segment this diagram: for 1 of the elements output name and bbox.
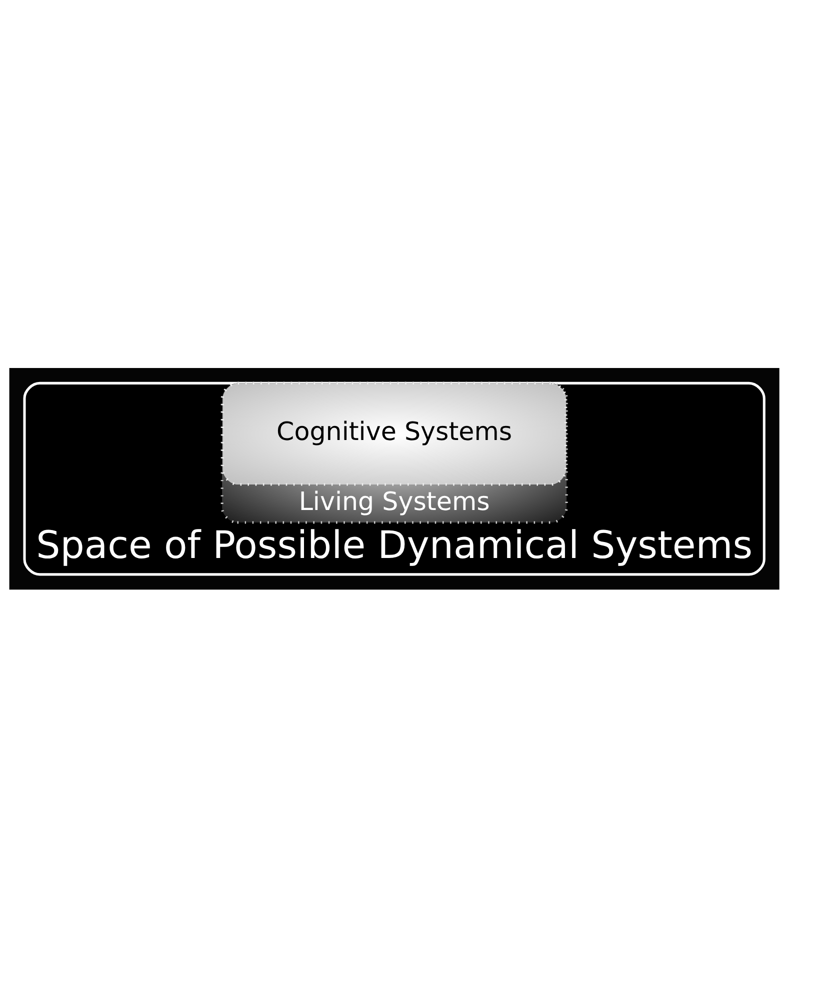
node-box: Cognitive Systems (221, 381, 568, 486)
